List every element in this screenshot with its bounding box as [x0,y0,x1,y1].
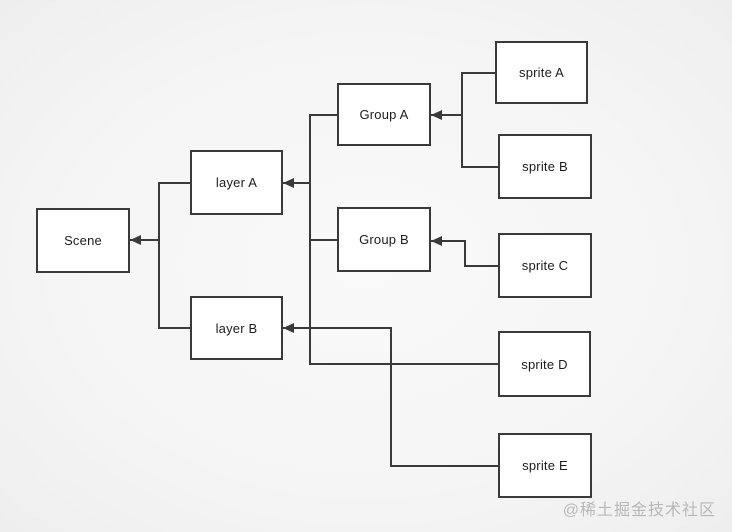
edge-layers-bracket [158,182,190,329]
diagram-node-sprite-b: sprite B [498,134,592,199]
edge-sprites-ab-bracket [461,72,498,168]
node-label-sprite-e: sprite E [522,458,568,473]
arrowhead-sprite-e-into-layer-b [283,323,294,333]
node-label-sprite-d: sprite D [521,356,568,372]
arrowhead-arrow-into-layer-a [283,178,294,188]
node-label-layer-a: layer A [215,175,258,190]
diagram-node-sprite-d: sprite D [498,331,591,397]
diagram-node-sprite-c: sprite C [498,233,592,298]
node-label-sprite-a: sprite A [519,65,564,80]
node-label-layer-b: layer B [215,320,258,336]
diagram-node-group-a: Group A [337,83,431,146]
diagram-node-scene: Scene [36,208,130,273]
arrowhead-sprite-c-into-group-b [431,236,442,246]
diagram-node-sprite-a: sprite A [495,41,588,104]
diagram-node-sprite-e: sprite E [498,433,592,498]
diagram-node-layer-b: layer B [190,296,283,360]
node-label-group-a: Group A [359,107,409,122]
node-label-group-b: Group B [359,232,409,247]
watermark-text: @稀土掘金技术社区 [562,502,716,519]
node-label-sprite-b: sprite B [522,159,568,174]
edge-sprite-c-into-group-b [431,240,498,267]
edge-sprite-e-into-layer-b [283,327,498,467]
node-label-scene: Scene [64,233,102,248]
diagram-node-group-b: Group B [337,207,431,272]
arrowhead-arrow-into-scene [130,235,141,245]
arrowhead-arrow-into-group-a [431,110,442,120]
node-label-sprite-c: sprite C [521,258,569,273]
diagram-node-layer-a: layer A [190,150,283,215]
